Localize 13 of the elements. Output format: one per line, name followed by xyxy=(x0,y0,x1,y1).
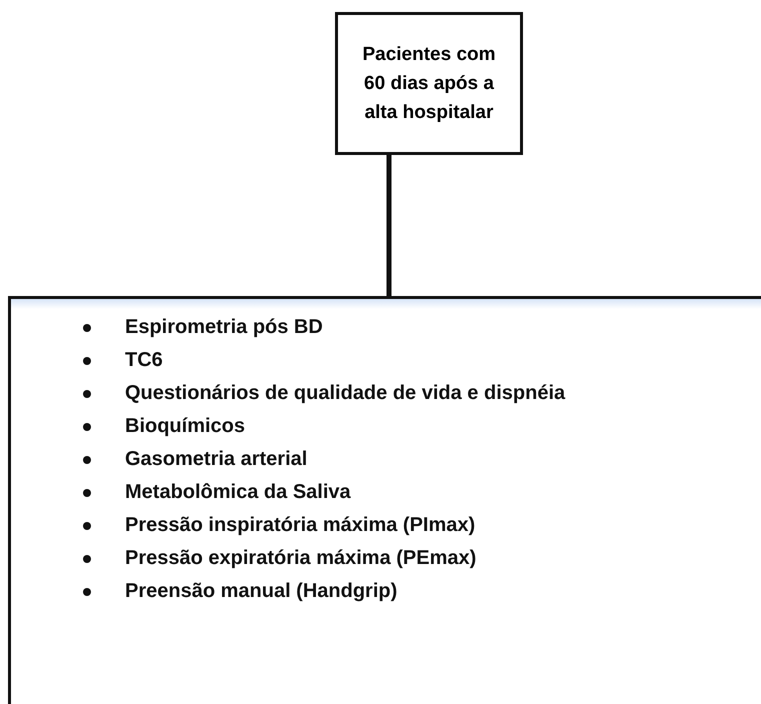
process-box xyxy=(335,12,523,155)
list-item: Metabolômica da Saliva xyxy=(125,481,351,504)
list-item: Questionários de qualidade de vida e dispnéia xyxy=(125,382,566,405)
list-item: Preensão manual (Handgrip) xyxy=(125,580,398,603)
list-item: TC6 xyxy=(125,349,163,372)
list-item: Espirometria pós BD xyxy=(125,316,323,339)
list-item: Gasometria arterial xyxy=(125,448,308,471)
list-panel xyxy=(8,296,761,704)
connector-line xyxy=(386,155,392,296)
box-text: Pacientes com 60 dias após a alta hospitalar xyxy=(361,43,497,125)
list-item: Bioquímicos xyxy=(125,415,246,438)
list-item: Pressão inspiratória máxima (PImax) xyxy=(125,514,476,537)
list-item: Pressão expiratória máxima (PEmax) xyxy=(125,547,476,570)
